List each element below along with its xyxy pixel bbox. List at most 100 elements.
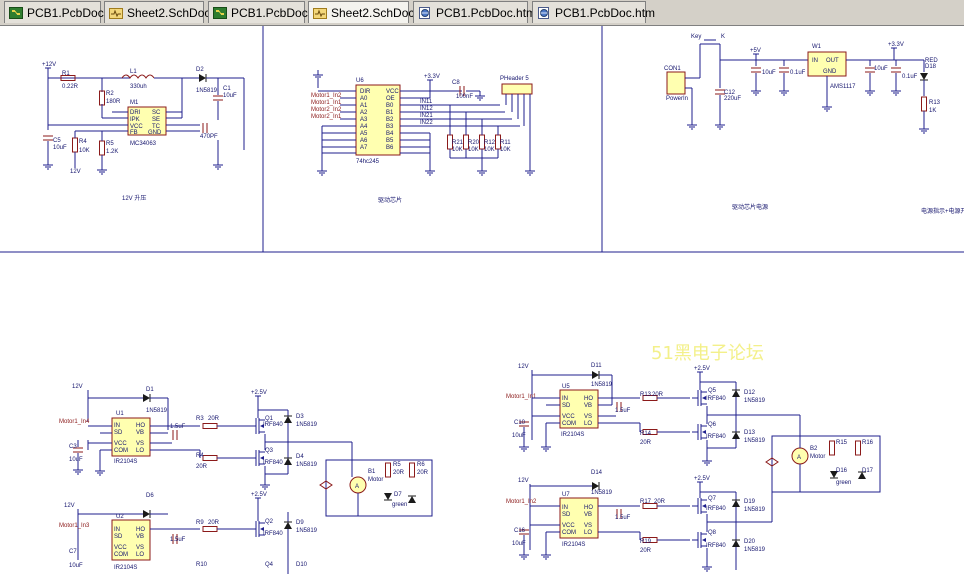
tab-label: PCB1.PcbDoc.htm — [436, 5, 537, 20]
u2-pin: IN — [114, 527, 120, 533]
schematic-canvas[interactable]: +12V R1 0.22R L1 330uh D2 1N5819 C1 10uF… — [0, 26, 964, 574]
d20-value: 1N5819 — [744, 547, 766, 553]
c11-label: 1.5uF — [615, 515, 631, 521]
u5-pin: VS — [584, 414, 592, 420]
u6-pin: B3 — [386, 124, 394, 130]
b1-value: Motor — [368, 477, 383, 483]
h-bridge-right-section: 12V D11 1N5819 Motor1_In1 U5 IN HO SD VB… — [506, 363, 881, 572]
u5-pin: VCC — [562, 414, 575, 420]
r1-value: 0.22R — [62, 84, 79, 90]
u6-pin: A7 — [360, 145, 368, 151]
q1-value: IRF840 — [263, 422, 283, 428]
c1-value: 10uF — [223, 93, 237, 99]
u2-chip — [111, 519, 151, 561]
m1-pin: GND — [148, 130, 162, 136]
tab-label: Sheet2.SchDoc — [127, 5, 211, 20]
vin-label: 12V — [64, 503, 75, 509]
q8-value: IRF840 — [706, 543, 726, 549]
u6-pin: A1 — [360, 103, 368, 109]
tab-pcb1-pcbdoc[interactable]: PCB1.PcbDoc — [208, 1, 308, 23]
u2-pin: COM — [114, 552, 128, 558]
r9-label: R9 — [196, 520, 204, 526]
v5-label: +5V — [750, 48, 761, 54]
u6-pin: B1 — [386, 110, 394, 116]
c16-label: C16 — [514, 528, 526, 534]
c5-value: 10uF — [53, 145, 67, 151]
r5-label: R5 — [393, 462, 401, 468]
m1-pin: SE — [152, 117, 160, 123]
tab-sheet2-schdoc-active[interactable]: Sheet2.SchDoc — [308, 1, 414, 23]
motor-loop-right — [771, 435, 881, 493]
d3-value: 1N5819 — [296, 422, 318, 428]
logic-driver-section: U6 DIR A0 A1 A2 A3 A4 A5 A6 A7 VCC OE B0… — [311, 69, 536, 204]
u7-pin: IN — [562, 505, 568, 511]
u6-pin: A2 — [360, 110, 368, 116]
d11-value: 1N5819 — [591, 382, 613, 388]
boost-out-label: 12V — [70, 169, 81, 175]
u6-vcc-label: +3.3V — [424, 74, 440, 80]
r17-label: R17 — [640, 499, 652, 505]
d16-value: green — [836, 480, 851, 486]
d17-label: D17 — [862, 468, 874, 474]
u6-pin: A4 — [360, 124, 368, 130]
res-label: R12 — [484, 140, 496, 146]
c14-value: 10uF — [874, 66, 888, 72]
u7-pin: COM — [562, 530, 576, 536]
tab-pcb1-pcbdoc[interactable]: PCB1.PcbDoc — [4, 1, 104, 23]
r4-value: 10K — [79, 148, 90, 154]
u1-pin: SD — [114, 430, 123, 436]
boost-vin-label: +12V — [42, 62, 56, 68]
vdd-label: +2.5V — [251, 492, 267, 498]
html-doc-icon — [418, 6, 432, 19]
res-value: 10K — [468, 147, 479, 153]
u5-chip — [559, 389, 599, 429]
u2-pin: VCC — [114, 545, 127, 551]
net-label: Motor2_In2 — [311, 107, 342, 113]
q5-value: IRF840 — [706, 396, 726, 402]
tab-pcb1-pcbdoc-htm[interactable]: PCB1.PcbDoc.htm — [413, 1, 536, 23]
m1-pin: IPK — [130, 117, 140, 123]
c5-label: C5 — [53, 138, 61, 144]
u6-value: 74hc245 — [356, 159, 380, 165]
r17-value: 20R — [654, 499, 666, 505]
tab-sheet2-schdoc[interactable]: Sheet2.SchDoc — [104, 1, 210, 23]
u1-pin: COM — [114, 448, 128, 454]
d14-value: 1N5819 — [591, 490, 613, 496]
u6-pin: B0 — [386, 103, 394, 109]
u6-pin: DIR — [360, 89, 371, 95]
w1-label: W1 — [812, 44, 822, 50]
u6-pin: B6 — [386, 145, 394, 151]
q4-label: Q4 — [265, 562, 274, 568]
c3-value: 10uF — [69, 457, 83, 463]
u5-value: IR2104S — [561, 432, 584, 438]
d14-label: D14 — [591, 470, 603, 476]
sheet-frame — [0, 26, 964, 253]
c3-value: 470PF — [200, 134, 218, 140]
tab-label: PCB1.PcbDoc — [27, 5, 104, 20]
d13-label: D13 — [744, 430, 756, 436]
motor-symbol: A — [355, 484, 359, 490]
tab-label: PCB1.PcbDoc — [231, 5, 308, 20]
net-label: Motor1_In3 — [59, 523, 90, 529]
d13-value: 1N5819 — [744, 438, 766, 444]
u5-pin: LO — [584, 421, 592, 427]
c8-label: C8 — [452, 80, 460, 86]
tab-pcb1-pcbdoc-htm[interactable]: PCB1.PcbDoc.htm — [532, 1, 655, 23]
c7-label: C7 — [69, 549, 77, 555]
u6-pin: VCC — [386, 89, 399, 95]
vin-label: 12V — [518, 478, 529, 484]
q5-label: Q5 — [708, 388, 717, 394]
sch-doc-icon — [313, 7, 327, 19]
u5-pin: HO — [584, 396, 593, 402]
u7-chip — [559, 497, 599, 539]
q7-value: IRF840 — [706, 506, 726, 512]
b2-label: B2 — [810, 446, 818, 452]
w1-value: AMS1117 — [830, 84, 856, 90]
u6-label: U6 — [356, 78, 364, 84]
u1-pin: IN — [114, 423, 120, 429]
res-value: 10K — [452, 147, 463, 153]
u2-pin: SD — [114, 534, 123, 540]
led-label: RED — [925, 58, 938, 64]
u5-pin: IN — [562, 396, 568, 402]
r14-label: R14 — [640, 431, 652, 437]
